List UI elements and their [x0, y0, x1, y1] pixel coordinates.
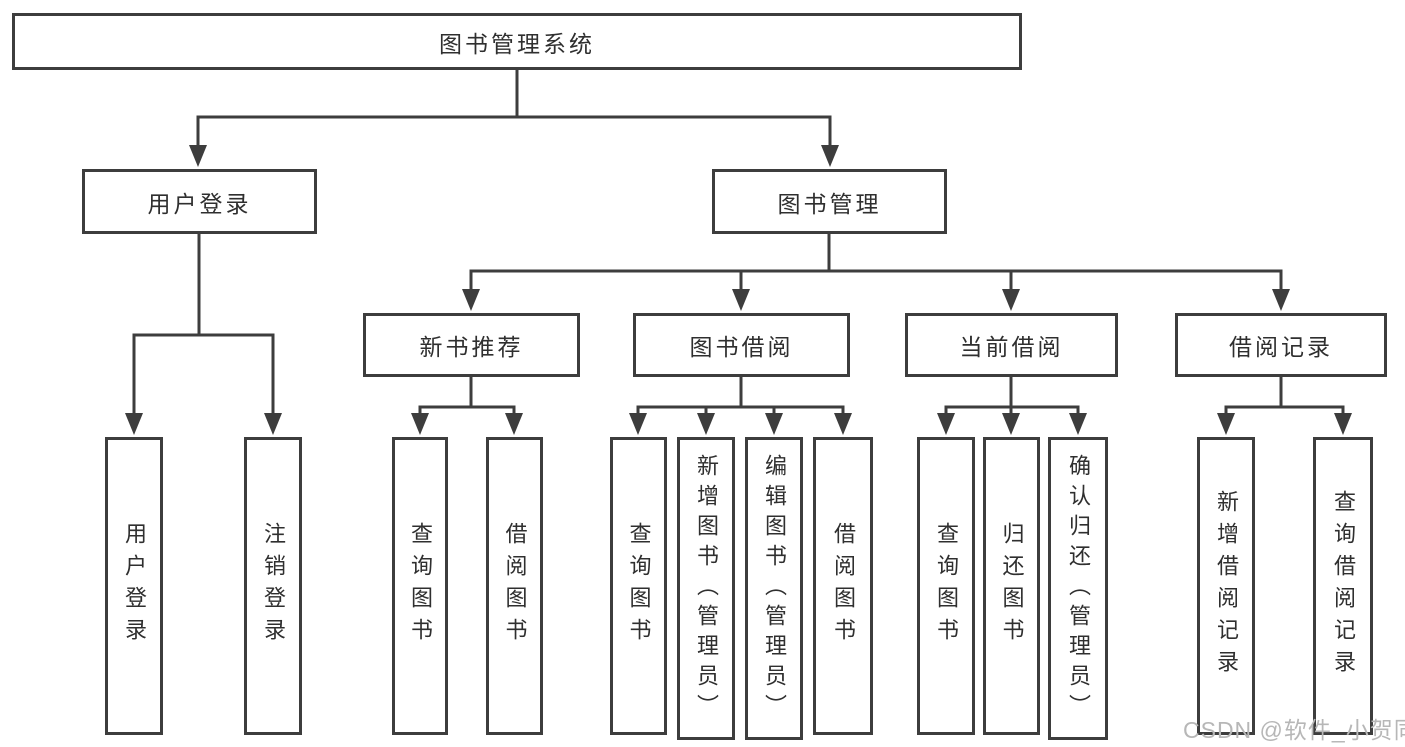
leaf-user-login: 用户登录: [105, 437, 163, 735]
node-label: 借阅图书: [831, 522, 856, 650]
node-user-login: 用户登录: [82, 169, 317, 234]
leaf-borrow-query-books: 查询图书: [610, 437, 667, 735]
node-label: 图书管理系统: [439, 30, 595, 57]
node-label: 新书推荐: [419, 334, 524, 360]
node-current-borrow: 当前借阅: [905, 313, 1118, 377]
leaf-logout: 注销登录: [244, 437, 302, 735]
leaf-edit-book-admin: 编辑图书（管理员）: [745, 437, 803, 740]
node-book-management: 图书管理: [712, 169, 947, 234]
node-book-borrow: 图书借阅: [633, 313, 850, 377]
node-borrow-records: 借阅记录: [1175, 313, 1387, 377]
node-label: 借阅图书: [502, 522, 528, 650]
leaf-return-book: 归还图书: [983, 437, 1040, 735]
watermark-text: CSDN @软件_小贺同学: [1183, 717, 1405, 743]
node-label: 新增借阅记录: [1214, 490, 1239, 682]
node-label: 用户登录: [147, 190, 252, 217]
leaf-recommend-borrow-books: 借阅图书: [486, 437, 543, 735]
node-label: 查询图书: [626, 522, 652, 650]
node-label: 用户登录: [122, 522, 147, 650]
node-label: 归还图书: [999, 522, 1025, 650]
node-label: 确认归还（管理员）: [1066, 453, 1091, 724]
node-label: 新增图书（管理员）: [694, 453, 719, 724]
node-label: 编辑图书（管理员）: [762, 453, 787, 724]
leaf-borrow-books: 借阅图书: [813, 437, 873, 735]
node-label: 注销登录: [261, 522, 286, 650]
node-label: 查询图书: [934, 522, 959, 650]
leaf-confirm-return-admin: 确认归还（管理员）: [1048, 437, 1108, 740]
leaf-query-borrow-record: 查询借阅记录: [1313, 437, 1373, 735]
leaf-add-book-admin: 新增图书（管理员）: [677, 437, 735, 740]
leaf-add-borrow-record: 新增借阅记录: [1197, 437, 1255, 735]
leaf-current-query-books: 查询图书: [917, 437, 975, 735]
node-label: 图书管理: [777, 190, 882, 217]
node-label: 查询图书: [408, 522, 433, 650]
node-label: 借阅记录: [1229, 334, 1333, 360]
node-label: 当前借阅: [959, 334, 1064, 360]
leaf-recommend-query-books: 查询图书: [392, 437, 448, 735]
node-label: 图书借阅: [689, 334, 794, 360]
node-label: 查询借阅记录: [1331, 490, 1356, 682]
node-new-book-recommend: 新书推荐: [363, 313, 580, 377]
node-system-root: 图书管理系统: [12, 13, 1022, 70]
